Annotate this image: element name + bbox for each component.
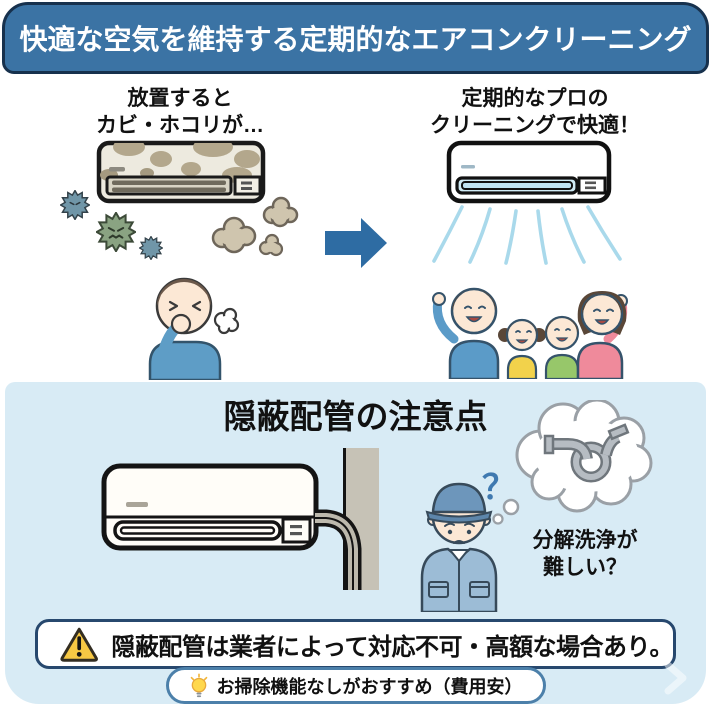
lightbulb-icon [190,673,207,697]
before-caption-line2: カビ・ホコリが… [96,113,264,137]
dust-cloud-icon [262,196,299,228]
after-caption-line1: 定期的なプロの [461,87,609,110]
before-caption-line1: 放置すると [127,87,233,110]
dust-cloud-icon [211,216,257,254]
refrigerant-pipe [315,509,362,590]
before-caption: 放置すると カビ・ホコリが… [55,86,305,140]
after-caption: 定期的なプロの クリーニングで快適！ [405,86,665,140]
thought-caption-line1: 分解洗浄が [532,529,638,552]
section-heading: 隠蔽配管の注意点 [223,398,488,435]
header-banner: 快適な空気を維持する定期的なエアコンクリーニング [2,2,709,74]
tangled-pipe-thought-bubble [515,400,653,513]
arrow-right-icon [325,218,387,268]
chevron-watermark-icon [664,661,687,695]
air-conditioner-hidden-pipe-icon [101,463,319,551]
page-title: 快適な空気を維持する定期的なエアコンクリーニング [19,24,692,55]
thought-caption: 分解洗浄が 難しい？ [515,527,655,582]
thought-caption-line2: 難しい？ [543,556,627,580]
tip-text: お掃除機能なしがおすすめ（費用安） [216,676,523,697]
after-caption-line2: クリーニングで快適！ [430,113,640,137]
dust-cloud-icon [258,233,284,257]
clean-air-conditioner-icon [446,140,612,204]
germ-icon [60,190,90,220]
warning-banner: 隠蔽配管は業者によって対応不可・高額な場合あり。 [35,619,676,669]
germ-icon [96,212,136,252]
germ-icon [139,236,163,260]
coughing-person-icon [148,277,240,380]
dirty-air-conditioner-icon [96,140,266,204]
warning-triangle-icon [60,627,98,662]
airflow-icon [432,205,622,265]
thought-bubble-dots [492,498,520,525]
tip-pill: お掃除機能なしがおすすめ（費用安） [165,667,546,704]
thinking-worker-icon [420,482,498,612]
warning-text: 隠蔽配管は業者によって対応不可・高額な場合あり。 [111,633,673,661]
happy-family-icon [432,287,628,379]
